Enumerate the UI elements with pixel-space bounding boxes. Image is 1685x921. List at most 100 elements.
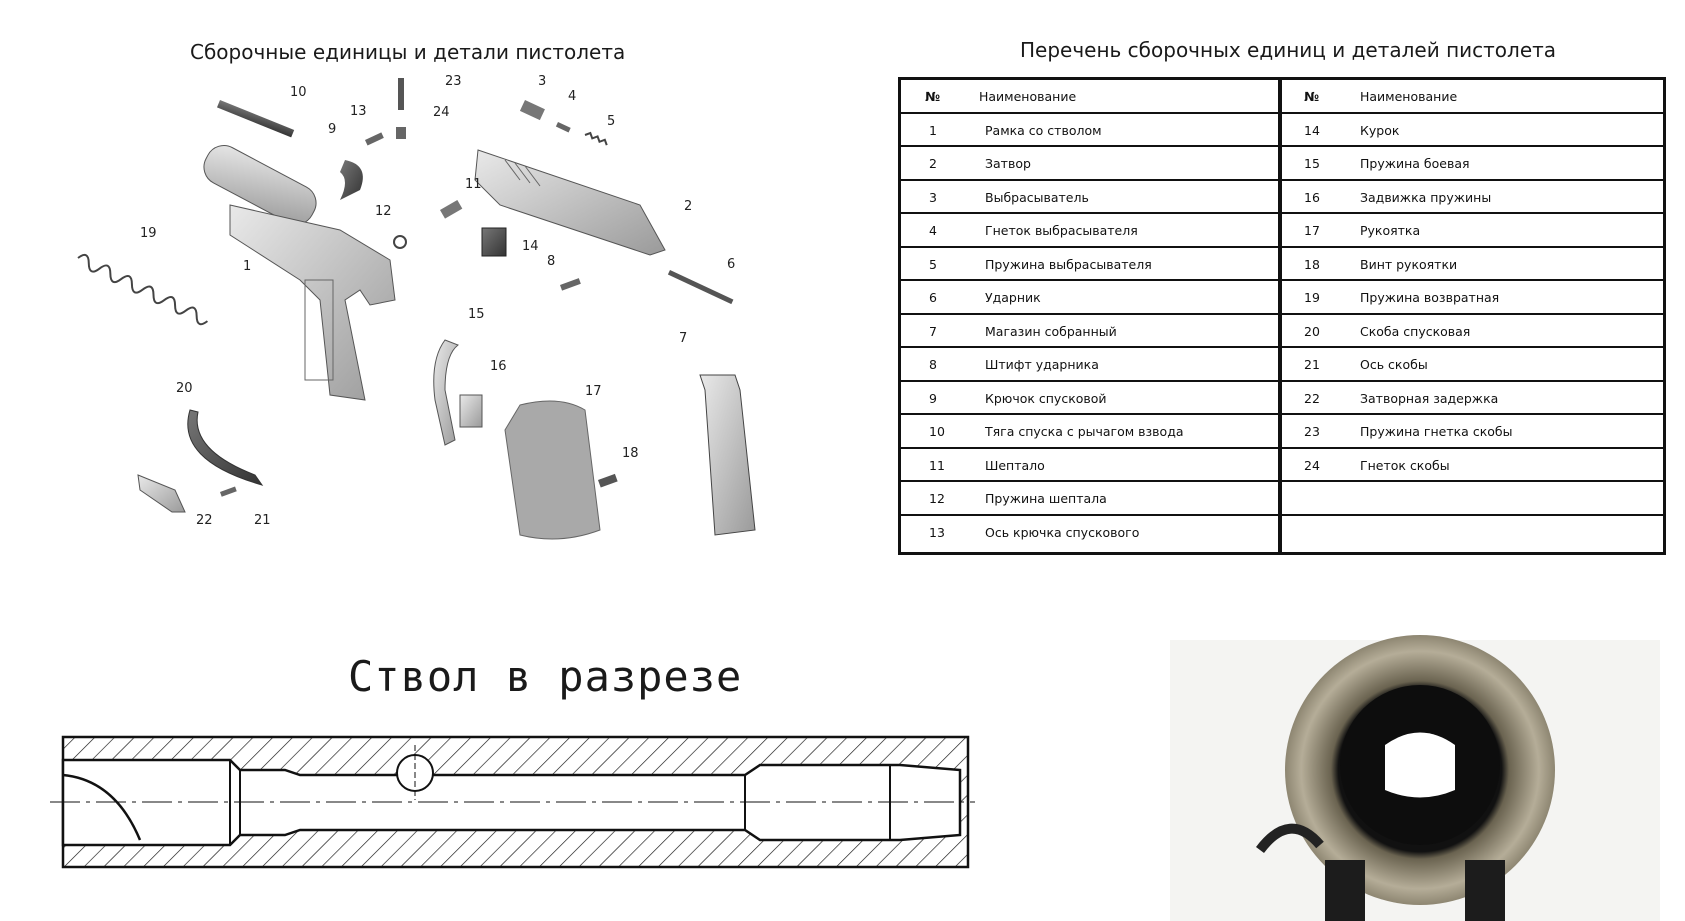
part-number: 13 [929,524,945,540]
parts-table-left-column: № Наименование 1 Рамка со стволом 2 Затвор… [901,80,1282,552]
firing-pin-part [667,270,734,305]
slide-part [474,149,666,256]
firing-pin-stop-part [560,278,581,291]
part-name: Винт рукоятки [1360,256,1458,272]
table-header-row: № Наименование [1282,80,1663,114]
sear-part [440,200,463,219]
part-number: 20 [1304,323,1320,339]
callout-17: 17 [585,384,602,399]
table-row: 22 Затворная задержка [1282,382,1663,415]
part-number: 6 [929,290,937,305]
sear-spring-part [393,235,407,249]
mainspring-part [433,339,460,446]
part-number: 2 [929,156,937,171]
callout-2: 2 [684,199,692,214]
part-number: 5 [929,256,937,272]
part-name: Гнеток скобы [1360,457,1450,473]
callout-5: 5 [607,114,615,129]
callout-16: 16 [490,359,507,374]
part-name: Крючок спусковой [985,390,1107,406]
hammer-part [481,227,507,257]
table-row: 18 Винт рукоятки [1282,248,1663,281]
callout-10: 10 [290,85,307,100]
trigger-guard-spring-part [398,78,404,110]
trigger-bar-part [217,100,295,138]
header-name: Наименование [1360,89,1458,104]
callout-13: 13 [350,104,367,119]
part-number: 16 [1304,189,1320,205]
callout-20: 20 [176,381,193,396]
part-number: 10 [929,424,945,439]
part-name: Задвижка пружины [1360,189,1492,205]
part-number: 3 [929,189,937,205]
part-name: Рукоятка [1360,223,1421,238]
part-name: Пружина гнетка скобы [1360,424,1513,439]
table-row: 16 Задвижка пружины [1282,181,1663,214]
callout-22: 22 [196,513,213,528]
callout-15: 15 [468,307,485,322]
magazine-part [699,374,756,536]
trigger-part [340,160,363,200]
part-name: Ударник [985,290,1041,305]
table-row: 24 Гнеток скобы [1282,449,1663,482]
table-row: 6 Ударник [901,281,1278,315]
callout-labels: 1 2 3 4 5 6 7 8 9 10 11 12 13 14 15 16 1… [140,74,735,528]
part-number: 18 [1304,256,1320,272]
part-number: 12 [929,491,945,506]
callout-11: 11 [465,177,482,192]
callout-6: 6 [727,257,735,272]
part-name: Штифт ударника [985,357,1099,372]
header-number: № [925,89,941,104]
part-number: 9 [929,390,937,406]
table-row: 9 Крючок спусковой [901,382,1278,415]
spring-latch-part [459,394,483,428]
recoil-spring-part [77,253,209,326]
part-name: Ось скобы [1360,357,1428,372]
callout-21: 21 [254,513,271,528]
callout-7: 7 [679,331,687,346]
extractor-spring-part [584,131,608,146]
part-name: Рамка со стволом [985,122,1102,138]
part-number: 1 [929,122,937,138]
callout-9: 9 [328,122,336,137]
part-number: 24 [1304,457,1320,473]
part-number: 22 [1304,390,1320,406]
header-name: Наименование [979,89,1077,104]
frame-with-barrel-part [203,145,396,401]
part-name: Пружина шептала [985,491,1107,506]
barrel-muzzle-photo [1170,635,1660,921]
extractor-part [519,100,545,121]
part-number: 19 [1304,290,1320,305]
callout-12: 12 [375,204,392,219]
part-number: 11 [929,457,945,473]
part-name: Магазин собранный [985,323,1117,339]
table-row [1282,482,1663,516]
part-name: Курок [1360,122,1400,138]
callout-8: 8 [547,254,555,269]
part-name: Пружина выбрасывателя [985,256,1152,272]
table-row: 12 Пружина шептала [901,482,1278,516]
trigger-guard-part [187,409,264,486]
callout-3: 3 [538,74,546,89]
callout-23: 23 [445,74,462,89]
callout-1: 1 [243,259,251,274]
table-row [1282,516,1663,550]
part-number: 23 [1304,424,1320,439]
part-number: 4 [929,223,937,238]
part-name: Затворная задержка [1360,390,1499,406]
part-name: Затвор [985,156,1031,171]
table-row: 5 Пружина выбрасывателя [901,248,1278,281]
part-number: 7 [929,323,937,339]
table-row: 7 Магазин собранный [901,315,1278,348]
part-name: Пружина боевая [1360,156,1470,171]
part-number: 8 [929,357,937,372]
barrel-section-drawing [50,735,975,869]
